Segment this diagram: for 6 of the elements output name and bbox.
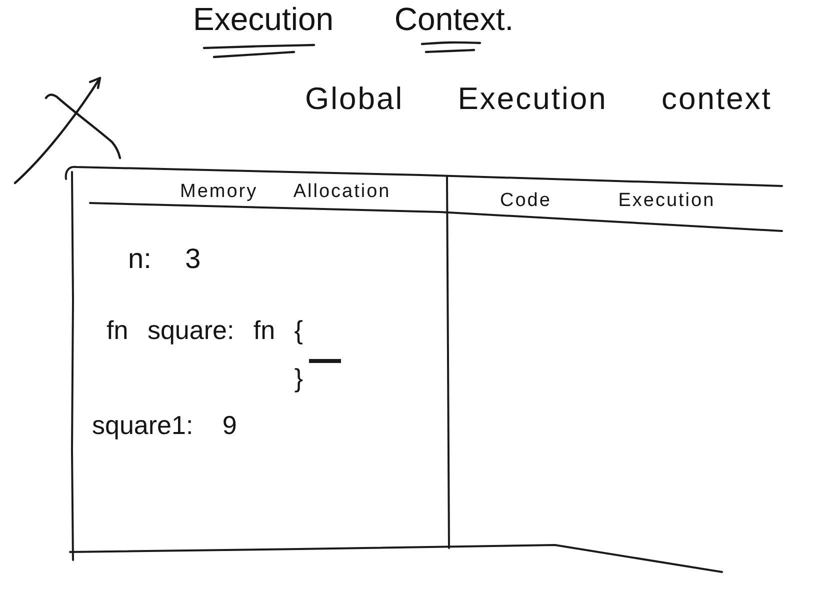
variable-entry: n: 3 xyxy=(128,242,201,276)
section-heading: Global Execution context xyxy=(305,80,772,118)
variable-entry: square1: 9 xyxy=(92,410,237,442)
column-header: Code Execution xyxy=(500,190,716,213)
column-header: Memory Allocation xyxy=(180,181,391,204)
diagram-title: Execution Context. xyxy=(193,0,514,38)
